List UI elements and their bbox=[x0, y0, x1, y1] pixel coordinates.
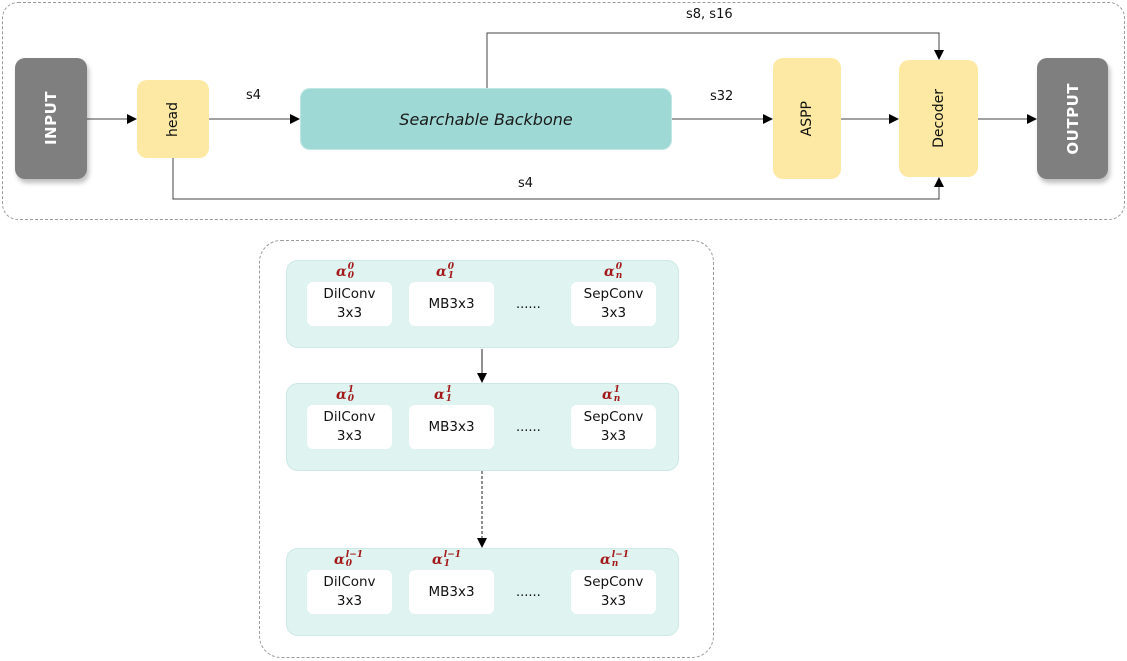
edge-backbone-decoder-skip bbox=[486, 32, 944, 88]
op-mb3x3: MB3x3 bbox=[409, 405, 494, 449]
op-dilconv: DilConv 3x3 bbox=[307, 282, 392, 326]
output-label: OUTPUT bbox=[1063, 82, 1082, 155]
op-label: DilConv bbox=[323, 286, 376, 302]
op-label-size: 3x3 bbox=[336, 593, 363, 609]
alpha-layer-index: 1 bbox=[445, 385, 453, 395]
op-label-size: 3x3 bbox=[600, 305, 627, 321]
ellipsis: ...... bbox=[516, 420, 541, 435]
ellipsis: ...... bbox=[516, 297, 541, 312]
decoder-node: Decoder bbox=[899, 60, 978, 177]
alpha-op-index: n bbox=[613, 394, 621, 404]
alpha-op-index: 1 bbox=[445, 394, 453, 404]
edge-head-decoder-skip bbox=[172, 158, 944, 200]
op-sepconv: SepConv 3x3 bbox=[571, 282, 656, 326]
op-sepconv: SepConv 3x3 bbox=[571, 570, 656, 614]
op-label: SepConv bbox=[583, 286, 644, 302]
op-label-size: 3x3 bbox=[600, 593, 627, 609]
alpha-op-index: 0 bbox=[345, 559, 353, 569]
op-label: MB3x3 bbox=[428, 583, 475, 600]
backbone-label: Searchable Backbone bbox=[399, 109, 573, 129]
alpha-op-index: 0 bbox=[347, 271, 355, 281]
op-dilconv: DilConv 3x3 bbox=[307, 405, 392, 449]
alpha-symbol: α bbox=[604, 264, 615, 280]
op-label-size: 3x3 bbox=[600, 428, 627, 444]
alpha-symbol: α bbox=[336, 264, 347, 280]
alpha-layer-index: 0 bbox=[347, 262, 355, 272]
alpha-symbol: α bbox=[436, 264, 447, 280]
op-mb3x3: MB3x3 bbox=[409, 570, 494, 614]
edge-label-backbone-aspp: s32 bbox=[710, 89, 734, 104]
alpha-layer-index: l−1 bbox=[443, 550, 462, 560]
op-label: MB3x3 bbox=[428, 295, 475, 312]
input-label: INPUT bbox=[42, 91, 60, 146]
search-space-container bbox=[259, 240, 714, 658]
alpha-symbol: α bbox=[432, 552, 443, 568]
input-node: INPUT bbox=[15, 58, 87, 179]
edge-label-head-backbone: s4 bbox=[246, 88, 262, 103]
alpha-symbol: α bbox=[602, 387, 613, 403]
decoder-label: Decoder bbox=[930, 89, 947, 148]
output-node: OUTPUT bbox=[1037, 58, 1108, 179]
op-label: DilConv bbox=[323, 409, 376, 425]
alpha-layer-index: 0 bbox=[615, 262, 623, 272]
alpha-layer-index: l−1 bbox=[345, 550, 364, 560]
pipeline-container bbox=[2, 2, 1125, 220]
alpha-symbol: α bbox=[600, 552, 611, 568]
op-label: MB3x3 bbox=[428, 418, 475, 435]
op-mb3x3: MB3x3 bbox=[409, 282, 494, 326]
edge-label-backbone-decoder-skip: s8, s16 bbox=[686, 7, 733, 22]
alpha-layer-index: 1 bbox=[613, 385, 621, 395]
head-node: head bbox=[137, 80, 209, 158]
op-label: SepConv bbox=[583, 574, 644, 590]
alpha-layer-index: 1 bbox=[347, 385, 355, 395]
alpha-op-index: 1 bbox=[443, 559, 451, 569]
head-label: head bbox=[165, 101, 181, 137]
ellipsis: ...... bbox=[516, 585, 541, 600]
op-sepconv: SepConv 3x3 bbox=[571, 405, 656, 449]
alpha-op-index: n bbox=[615, 271, 623, 281]
op-label-size: 3x3 bbox=[336, 305, 363, 321]
alpha-layer-index: l−1 bbox=[611, 550, 630, 560]
alpha-symbol: α bbox=[336, 387, 347, 403]
searchable-backbone-node: Searchable Backbone bbox=[300, 88, 672, 150]
alpha-op-index: n bbox=[611, 559, 619, 569]
op-dilconv: DilConv 3x3 bbox=[307, 570, 392, 614]
alpha-symbol: α bbox=[434, 387, 445, 403]
op-label: SepConv bbox=[583, 409, 644, 425]
alpha-symbol: α bbox=[334, 552, 345, 568]
alpha-layer-index: 0 bbox=[447, 262, 455, 272]
op-label-size: 3x3 bbox=[336, 428, 363, 444]
edge-label-head-decoder-skip: s4 bbox=[518, 176, 534, 191]
aspp-label: ASPP bbox=[799, 100, 815, 137]
alpha-op-index: 0 bbox=[347, 394, 355, 404]
op-label: DilConv bbox=[323, 574, 376, 590]
aspp-node: ASPP bbox=[773, 58, 841, 179]
alpha-op-index: 1 bbox=[447, 271, 455, 281]
